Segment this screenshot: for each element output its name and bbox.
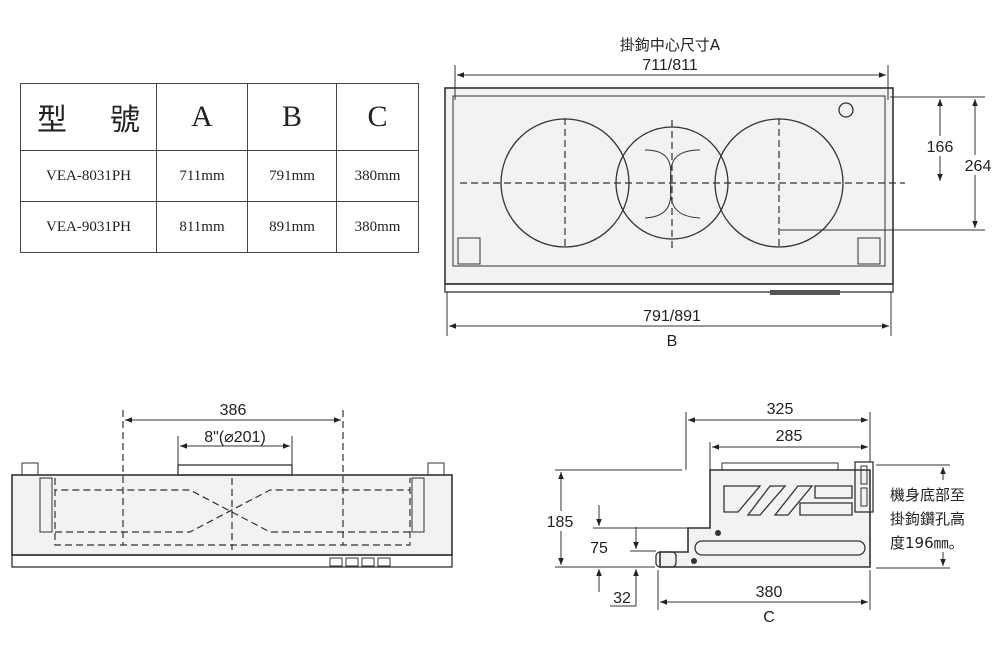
dim-75: 75 <box>590 540 608 557</box>
width-label: B <box>667 333 678 350</box>
cell-model: VEA-9031PH <box>20 201 157 253</box>
front-view: 掛鉤中心尺寸A 711/811 791/891 B 166 264 <box>444 36 998 350</box>
duct-size-label: 8"(⌀201) <box>204 429 266 446</box>
header-b: B <box>247 83 337 151</box>
dim-264: 264 <box>965 158 992 175</box>
bottom-view: 386 8"(⌀201) <box>11 402 453 568</box>
note-line-2: 掛鉤鑽孔高 <box>890 510 965 528</box>
hook-center-label: 掛鉤中心尺寸A <box>620 36 721 54</box>
hook-center-value: 711/811 <box>642 57 698 74</box>
cell-c: 380mm <box>336 150 419 202</box>
note-line-1: 機身底部至 <box>890 486 965 504</box>
cell-a: 711mm <box>156 150 248 202</box>
width-value: 791/891 <box>643 308 701 325</box>
control-buttons <box>329 557 391 567</box>
dim-285: 285 <box>776 428 803 445</box>
header-model-char: 型 <box>37 103 67 138</box>
table-row: VEA-9031PH 811mm 891mm 380mm <box>20 201 419 253</box>
dim-32: 32 <box>613 590 631 607</box>
cell-a: 811mm <box>156 201 248 253</box>
note-line-3: 度196㎜。 <box>890 534 964 552</box>
depth-label: C <box>763 609 775 626</box>
depth-value: 380 <box>756 584 783 601</box>
header-model: 型號 <box>20 83 157 151</box>
table-row: VEA-8031PH 711mm 791mm 380mm <box>20 150 419 202</box>
cell-c: 380mm <box>336 201 419 253</box>
dim-386: 386 <box>220 402 247 419</box>
dim-325: 325 <box>767 401 794 418</box>
dim-166: 166 <box>927 139 954 156</box>
dim-185: 185 <box>547 514 574 531</box>
spec-table: 型號 A B C VEA-8031PH 711mm 791mm 380mm VE… <box>20 83 419 253</box>
header-model-char: 號 <box>110 103 140 138</box>
header-c: C <box>336 83 419 151</box>
side-view: 325 285 185 75 32 380 C 機身底部至 掛鉤鑽孔高 度19 <box>543 401 965 626</box>
